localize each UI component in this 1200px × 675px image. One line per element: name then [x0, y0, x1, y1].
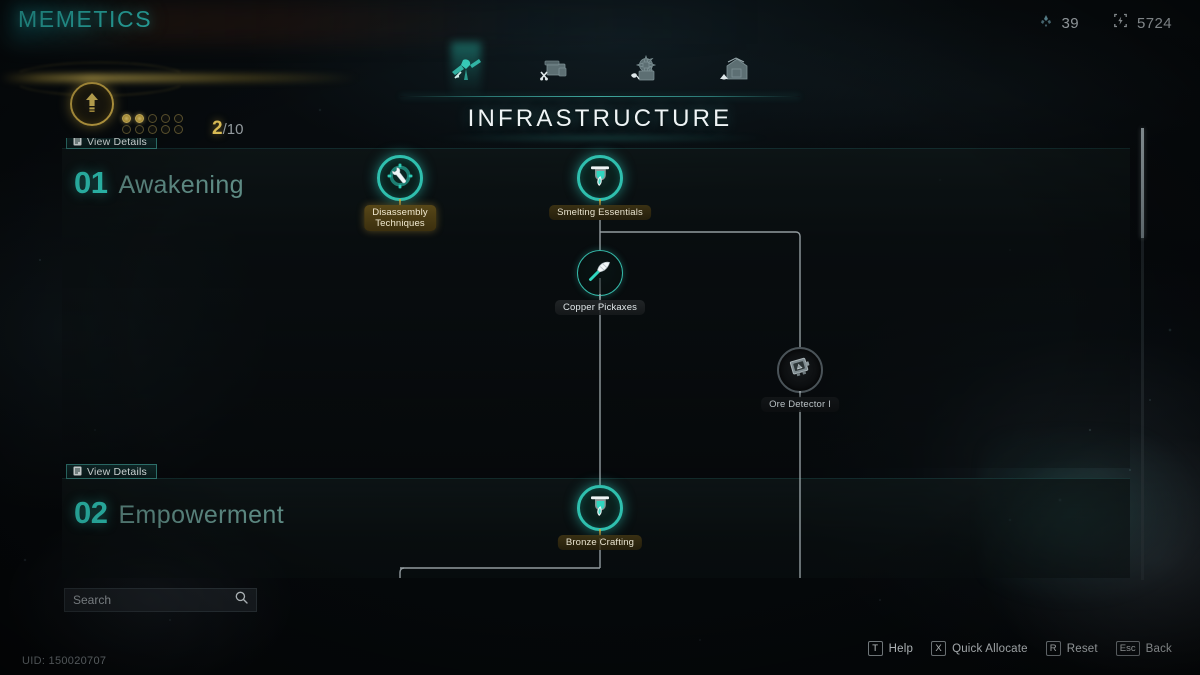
- node-label-line-1: Disassembly: [372, 206, 428, 218]
- key-badge: T: [867, 641, 883, 656]
- currency-credits-value: 5724: [1137, 14, 1172, 32]
- node-ring: [577, 250, 623, 296]
- view-details-button-tier-1[interactable]: View Details: [66, 138, 157, 149]
- tier-header-awakening: 01 Awakening: [74, 165, 244, 201]
- node-label-bronze-crafting: Bronze Crafting: [557, 535, 643, 550]
- node-ore-detector-1[interactable]: Ore Detector I: [761, 347, 839, 412]
- shard-icon: [1039, 14, 1053, 33]
- bracket-bolt-icon: [1113, 13, 1128, 33]
- category-tabs[interactable]: [440, 48, 760, 94]
- key-badge: Esc: [1115, 641, 1140, 656]
- node-label-smelting-essentials: Smelting Essentials: [549, 205, 651, 220]
- page-title: MEMETICS: [18, 6, 153, 32]
- node-ring: [577, 155, 623, 201]
- tier-number: 01: [74, 165, 108, 200]
- hint-label: Back: [1145, 642, 1172, 655]
- search-input[interactable]: [73, 593, 235, 607]
- node-label-ore-detector-1: Ore Detector I: [761, 397, 839, 412]
- tier-header-empowerment: 02 Empowerment: [74, 495, 284, 531]
- node-copper-pickaxes[interactable]: Copper Pickaxes: [554, 250, 646, 315]
- hint-reset[interactable]: R Reset: [1045, 641, 1098, 656]
- node-ring: [577, 485, 623, 531]
- tab-combat[interactable]: [529, 48, 581, 94]
- tree-scrollbar[interactable]: [1141, 128, 1144, 580]
- search-icon[interactable]: [235, 591, 248, 609]
- currency-shards-value: 39: [1061, 14, 1080, 32]
- control-hints: T Help X Quick Allocate R Reset Esc Back: [867, 641, 1172, 656]
- hint-back[interactable]: Esc Back: [1115, 641, 1172, 656]
- node-label-line-2: Techniques: [375, 218, 425, 229]
- node-bronze-crafting[interactable]: Bronze Crafting: [557, 485, 643, 550]
- key-badge: R: [1045, 641, 1061, 656]
- node-ring: [777, 347, 823, 393]
- header-glow: [0, 0, 1200, 44]
- pickaxe-icon: [587, 258, 613, 289]
- detector-icon: [788, 355, 813, 385]
- view-details-label: View Details: [87, 138, 147, 148]
- document-icon: [73, 463, 82, 481]
- tab-infrastructure[interactable]: [440, 48, 492, 94]
- tier-name: Awakening: [118, 171, 244, 199]
- level-progress-bar: 2/10: [0, 52, 420, 139]
- hint-help[interactable]: T Help: [867, 641, 914, 656]
- hint-label: Help: [888, 642, 914, 655]
- tabs-divider: [400, 96, 800, 97]
- crucible-icon: [587, 493, 613, 524]
- tree-scrollbar-thumb[interactable]: [1141, 128, 1144, 238]
- currency-shards: 39: [1039, 14, 1080, 33]
- key-badge: X: [931, 641, 947, 656]
- tab-agriculture[interactable]: [619, 48, 671, 94]
- node-disassembly-techniques[interactable]: Disassembly Techniques: [364, 155, 436, 231]
- uid-text: UID: 150020707: [22, 655, 107, 667]
- hint-quick-allocate[interactable]: X Quick Allocate: [931, 641, 1028, 656]
- wrench-gear-icon: [387, 163, 413, 194]
- view-details-label: View Details: [87, 465, 147, 478]
- currency-display: 39 5724: [1039, 13, 1172, 33]
- hint-label: Quick Allocate: [952, 642, 1028, 655]
- tier-name: Empowerment: [118, 501, 285, 529]
- document-icon: [73, 138, 82, 151]
- node-label-disassembly-techniques: Disassembly Techniques: [364, 205, 436, 231]
- currency-credits: 5724: [1113, 13, 1172, 33]
- skill-tree-viewport[interactable]: View Details 01 Awakening View Details: [0, 138, 1200, 578]
- node-ring: [377, 155, 423, 201]
- crucible-icon: [587, 163, 613, 194]
- node-label-copper-pickaxes: Copper Pickaxes: [554, 300, 646, 315]
- tier-number: 02: [74, 495, 108, 530]
- search-box[interactable]: [64, 588, 257, 612]
- node-smelting-essentials[interactable]: Smelting Essentials: [549, 155, 651, 220]
- section-title: INFRASTRUCTURE: [467, 105, 733, 132]
- view-details-button-tier-2[interactable]: View Details: [66, 464, 157, 479]
- hint-label: Reset: [1066, 642, 1098, 655]
- tab-housing[interactable]: [708, 48, 760, 94]
